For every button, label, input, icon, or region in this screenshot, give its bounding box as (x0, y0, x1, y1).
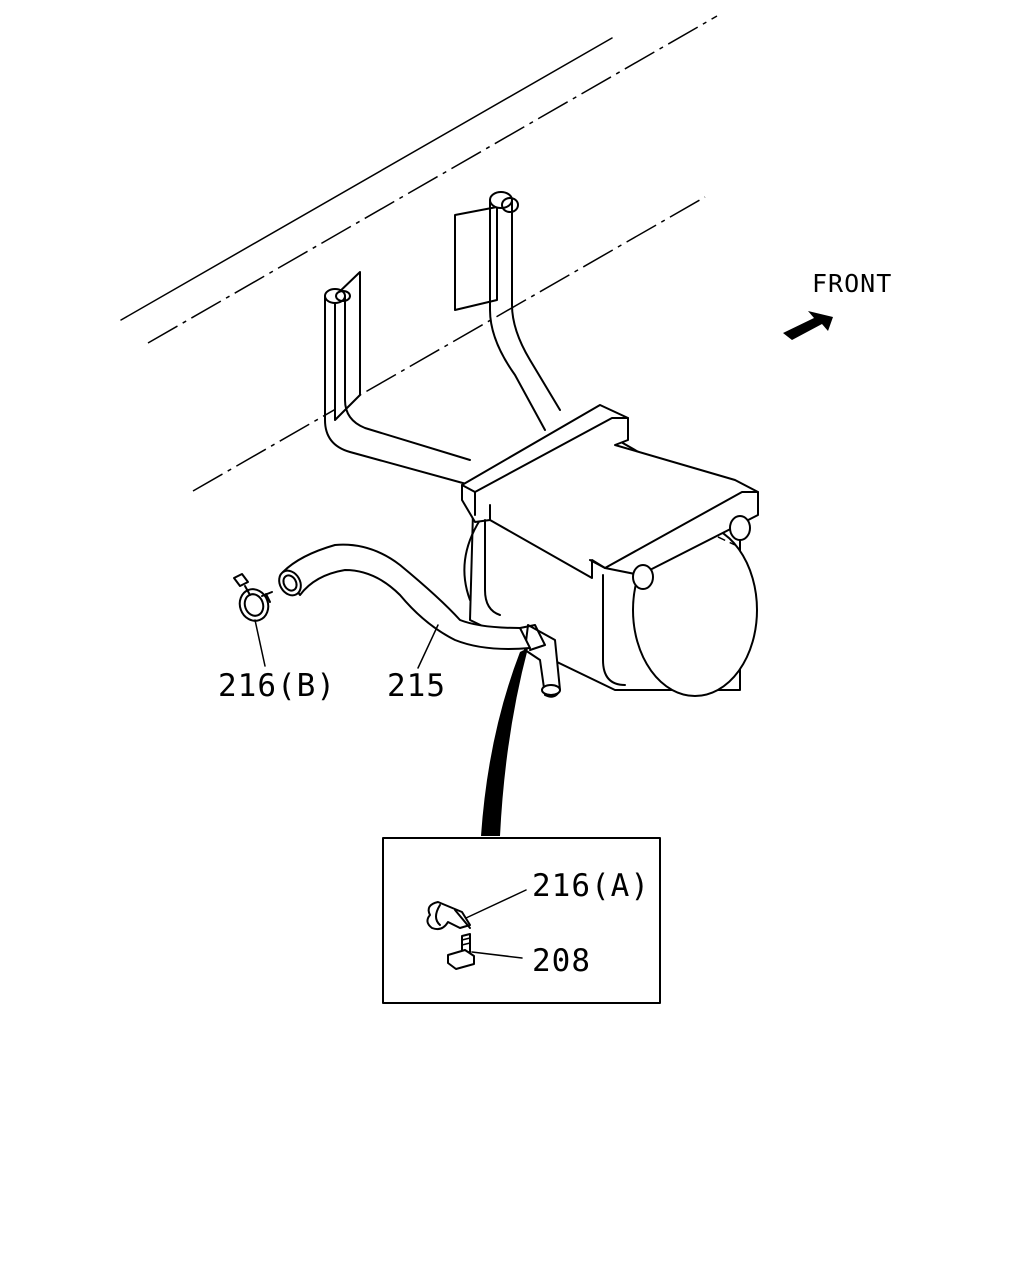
front-indicator (783, 311, 833, 340)
outlet-nozzle (524, 624, 561, 698)
right-pipe (454, 191, 561, 431)
front-label: FRONT (812, 269, 892, 298)
arrow-icon (783, 311, 833, 340)
label-208: 208 (532, 943, 591, 979)
label-215: 215 (387, 668, 446, 704)
detail-box (382, 837, 661, 1004)
hose-215 (278, 543, 546, 651)
leader-lines (254, 619, 439, 669)
label-216a: 216(A) (532, 868, 650, 904)
detail-pointer (481, 648, 528, 836)
clip-216a (426, 901, 471, 931)
mounting-bracket (461, 404, 759, 686)
bolt-208 (447, 933, 475, 970)
left-pipe (324, 271, 471, 486)
clip-216b (233, 573, 273, 622)
frame-rail (120, 15, 718, 492)
label-216b: 216(B) (218, 668, 336, 704)
